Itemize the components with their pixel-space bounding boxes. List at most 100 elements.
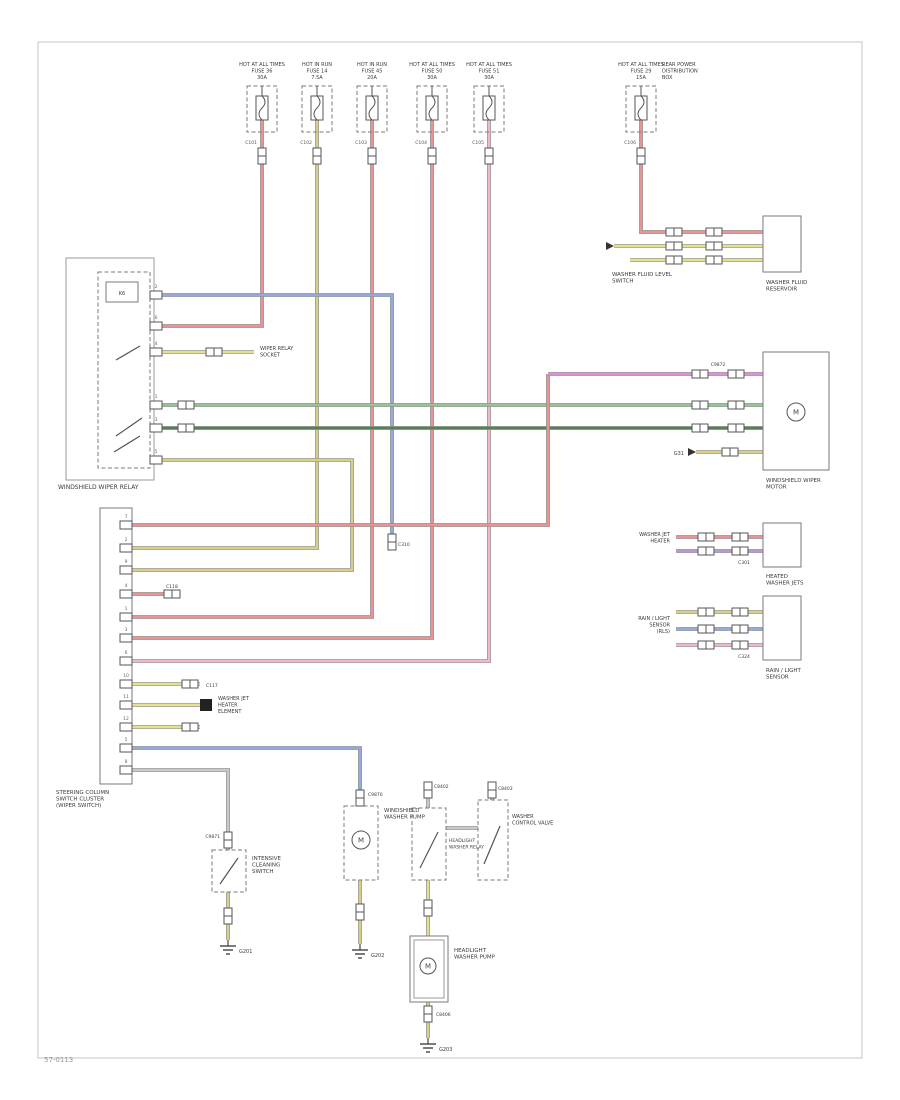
diagram-label: WIPER RELAY (260, 346, 294, 352)
component-box-hl-pump-inner (413, 939, 445, 999)
wire-outline-fuse45-feed (132, 120, 374, 619)
diagram-label: SOCKET (260, 353, 281, 359)
switch-symbol (115, 345, 141, 361)
terminal (149, 347, 163, 357)
wire-outline-relay-out-blue (162, 293, 394, 548)
wire-outline-fuse29-feed (639, 120, 763, 234)
diagram-label: (WIPER SWITCH) (56, 803, 101, 809)
terminal (119, 765, 133, 775)
fuse-label: 30A (257, 75, 267, 81)
diagram-label: K6 (119, 291, 125, 297)
motor-symbol (786, 402, 806, 422)
diagram-label: ELEMENT (218, 709, 242, 715)
diagram-label: REAR POWER (662, 62, 696, 68)
fuse-connector-label: C105 (472, 140, 484, 146)
switch-symbol (483, 825, 501, 865)
diagram-label: C9871 (205, 834, 220, 840)
fuse-element-icon (485, 95, 493, 121)
fuse-label: 15A (636, 75, 646, 81)
diagram-label: CONTROL VALVE (512, 821, 553, 827)
terminal (149, 290, 163, 300)
fuse-connector-label: C104 (415, 140, 427, 146)
diagram-label: WASHER PUMP (384, 815, 426, 821)
wire-fuse50-feed (132, 120, 434, 640)
terminal (119, 589, 133, 599)
wire-fuse45-feed (132, 120, 374, 619)
fuse-label: FUSE 50 (422, 69, 443, 75)
terminal-pin: 12 (123, 716, 129, 722)
fuse-connector-label: C101 (245, 140, 257, 146)
diagram-label: WASHER PUMP (454, 955, 496, 961)
diagram-label: C8402 (434, 784, 449, 790)
diagram-label: DISTRIBUTION (662, 69, 698, 75)
diagram-label: C8403 (498, 786, 513, 792)
terminal (149, 455, 163, 465)
wire-fuse29-feed (639, 120, 763, 234)
diagram-label: HEATED (766, 574, 788, 580)
terminal (119, 743, 133, 753)
wire-outline-switch-riser (132, 374, 550, 527)
fuse-label: HOT AT ALL TIMES (409, 62, 455, 68)
diagram-label: SWITCH (612, 279, 634, 285)
diagram-label: BOX (662, 75, 673, 81)
terminal-pin: 2 (125, 537, 128, 543)
component-box-column-switch (99, 507, 133, 785)
fuse-label: FUSE 36 (252, 69, 273, 75)
motor-symbol (419, 957, 437, 975)
terminal (119, 612, 133, 622)
fuse-label: FUSE 29 (631, 69, 652, 75)
terminal (119, 543, 133, 553)
diagram-label: WINDSHIELD WIPER (766, 478, 821, 484)
wire-washer-pump-feed (132, 746, 362, 806)
diagram-label: WINDSHIELD (384, 808, 419, 814)
terminal (119, 565, 133, 575)
terminal (119, 656, 133, 666)
diagram-label: C117 (206, 683, 218, 689)
fuse-connector-label: C102 (300, 140, 312, 146)
switch-symbol (113, 435, 141, 453)
terminal-pin: 5 (155, 449, 158, 455)
diagram-label: HEATER (650, 539, 670, 545)
terminal-pin: 5 (125, 737, 128, 743)
diagram-label: WASHER FLUID LEVEL (612, 272, 673, 278)
fuse-label: FUSE 51 (479, 69, 500, 75)
motor-letter: M (793, 409, 799, 417)
terminal-pin: 1 (125, 606, 128, 612)
component-box-rain-sensor (762, 595, 802, 661)
motor-symbol (351, 830, 371, 850)
diagram-label: C118 (166, 584, 178, 590)
diagram-label: SWITCH (252, 869, 274, 875)
fuse-label: HOT AT ALL TIMES (466, 62, 512, 68)
diagram-label: RAIN / LIGHT (766, 668, 802, 674)
diagram-label: SENSOR (649, 623, 670, 629)
diagram-label: INTENSIVE (252, 856, 282, 862)
motor-letter: M (358, 837, 364, 845)
wire-relay-switch-loop (132, 458, 354, 572)
diagram-label: C324 (738, 654, 750, 660)
fuse-element-icon (368, 95, 376, 121)
wire-outline-fuse14-feed (132, 120, 319, 550)
terminal (149, 423, 163, 433)
terminal (149, 321, 163, 331)
diagram-label: (RLS) (657, 629, 670, 635)
terminal-pin: 1 (155, 394, 158, 400)
diagram-label: RAIN / LIGHT (638, 616, 671, 622)
arrow-icon (606, 242, 614, 250)
terminal (119, 722, 133, 732)
diagram-label: WASHER JET (639, 532, 671, 538)
wire-outline-fuse51-feed (132, 120, 491, 663)
fuse-element-icon (428, 95, 436, 121)
terminal-pin: 3 (155, 417, 158, 423)
fuse-element-icon (258, 95, 266, 121)
diagram-label: C301 (738, 560, 750, 566)
diagram-label: C8406 (436, 1012, 451, 1018)
terminal-pin: 6 (125, 650, 128, 656)
fuse-label: 7.5A (311, 75, 323, 81)
terminal-pin: 6 (155, 315, 158, 321)
switch-symbol (219, 857, 239, 885)
page-code: 57-0113 (44, 1056, 74, 1064)
diagram-label: SENSOR (766, 675, 789, 681)
fuse-connector-label: C103 (355, 140, 367, 146)
fuse-label: 20A (367, 75, 377, 81)
